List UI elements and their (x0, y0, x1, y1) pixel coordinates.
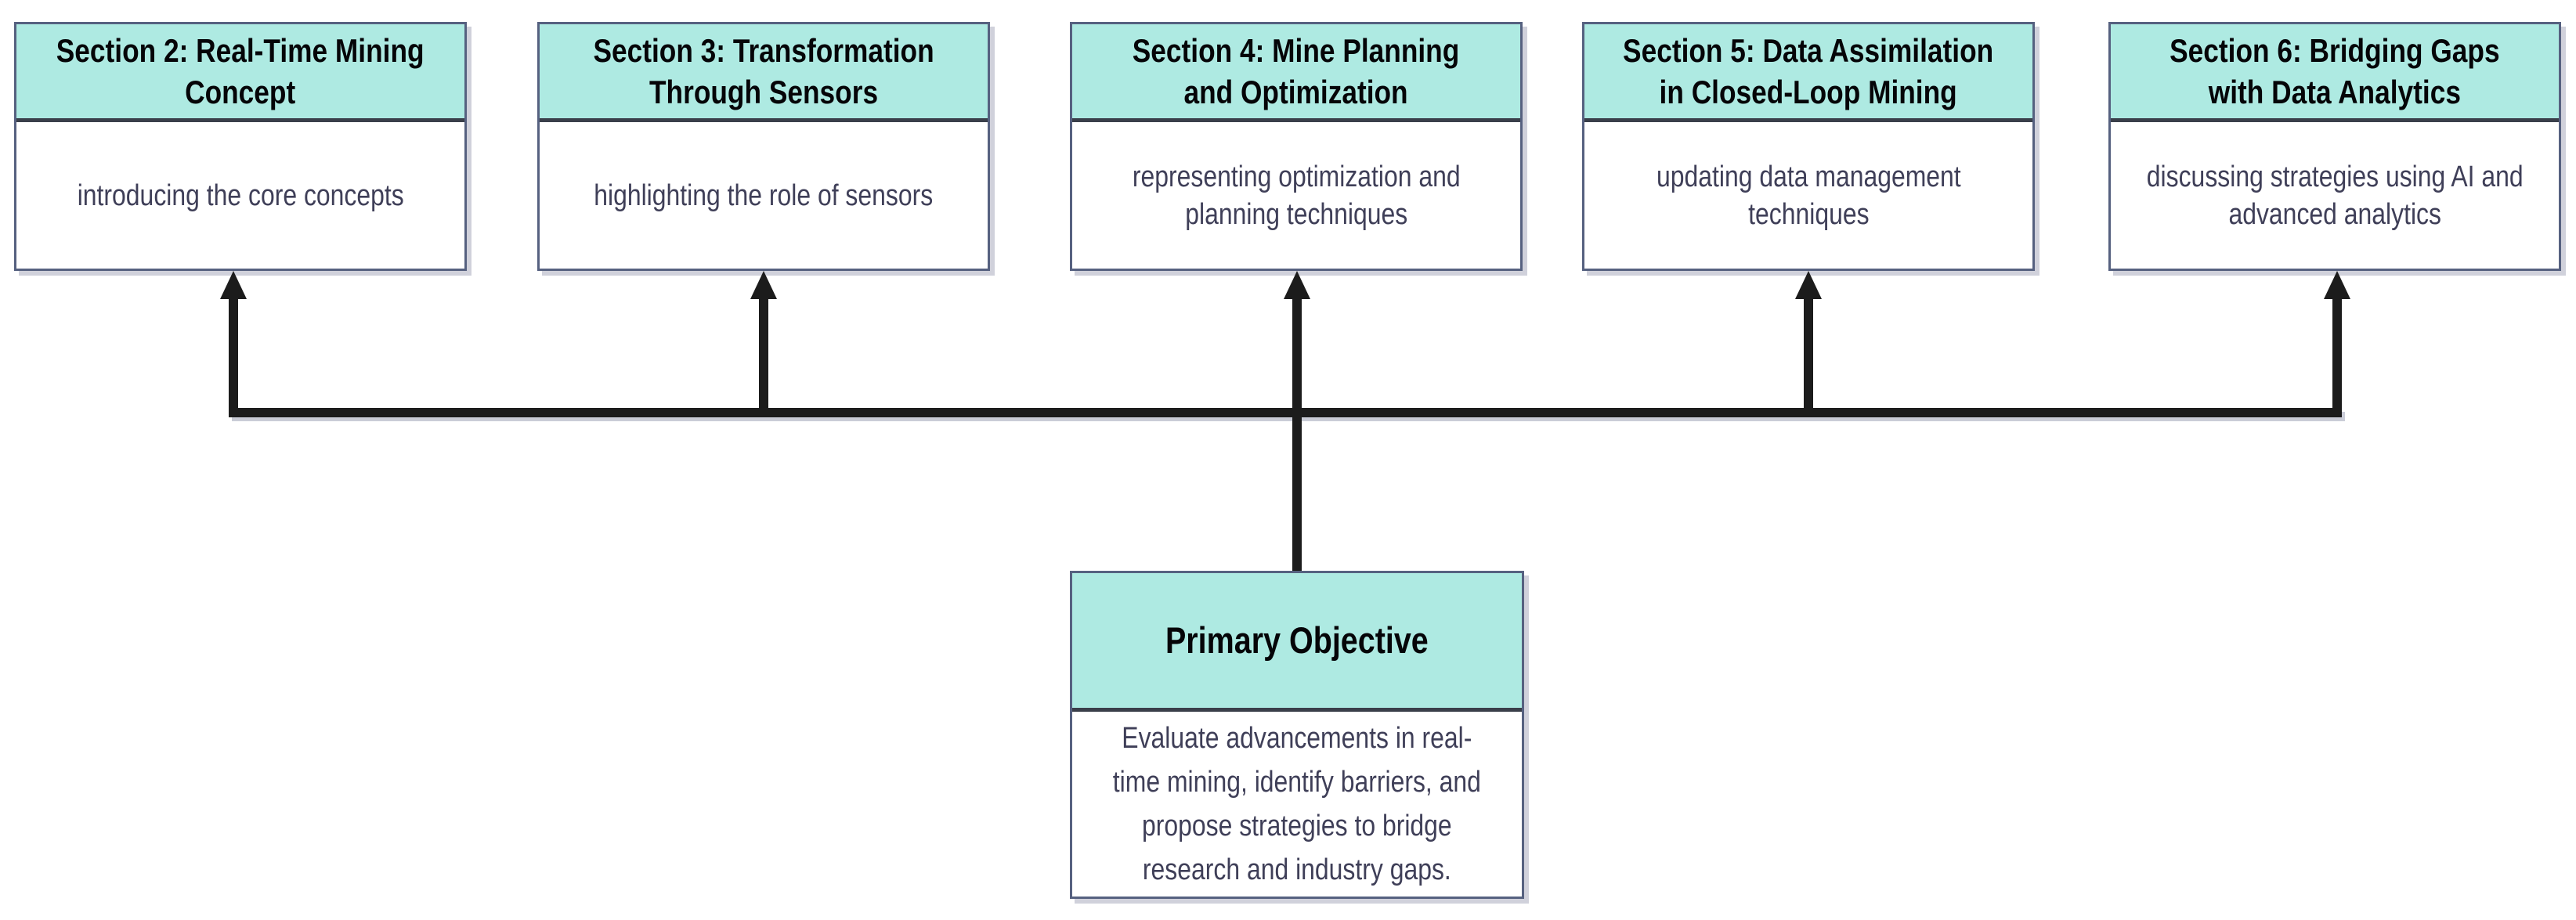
node-section-5-body: updating data management techniques (1584, 122, 2032, 269)
node-section-2-body: introducing the core concepts (16, 122, 464, 269)
section-title: Section 4: Mine Planning and Optimizatio… (1133, 30, 1460, 113)
node-section-6-header: Section 6: Bridging Gaps with Data Analy… (2111, 24, 2559, 122)
connector-trunk-line (229, 408, 2342, 417)
section-description: representing optimization and planning t… (1133, 158, 1461, 233)
title-line: Through Sensors (649, 74, 879, 110)
title-line: Section 6: Bridging Gaps (2170, 32, 2500, 69)
arrow-head-section-5 (1795, 271, 1822, 299)
arrow-line-section-2 (229, 296, 238, 417)
description-line: propose strategies to bridge (1142, 810, 1452, 842)
description-line: Evaluate advancements in real- (1122, 722, 1472, 755)
description-line: advanced analytics (2228, 197, 2441, 231)
arrow-line-section-6 (2332, 296, 2342, 417)
node-section-4-body: representing optimization and planning t… (1072, 122, 1520, 269)
connector-stem-line (1292, 296, 1302, 571)
arrow-head-section-3 (750, 271, 777, 299)
node-primary-objective: Primary Objective Evaluate advancements … (1070, 571, 1524, 899)
node-section-3-header: Section 3: Transformation Through Sensor… (540, 24, 988, 122)
title-line: and Optimization (1183, 74, 1409, 110)
title-line: with Data Analytics (2208, 74, 2462, 110)
node-section-4-header: Section 4: Mine Planning and Optimizatio… (1072, 24, 1520, 122)
node-section-2-header: Section 2: Real-Time Mining Concept (16, 24, 464, 122)
description-line: research and industry gaps. (1143, 853, 1451, 886)
node-section-5-header: Section 5: Data Assimilation in Closed-L… (1584, 24, 2032, 122)
node-section-6: Section 6: Bridging Gaps with Data Analy… (2108, 22, 2561, 271)
description-line: discussing strategies using AI and (2146, 160, 2524, 193)
node-section-2: Section 2: Real-Time Mining Concept intr… (14, 22, 467, 271)
arrow-line-section-3 (759, 296, 768, 417)
arrow-head-section-6 (2324, 271, 2350, 299)
title-line: in Closed-Loop Mining (1659, 74, 1958, 110)
arrow-head-section-4 (1284, 271, 1310, 299)
arrow-head-section-2 (220, 271, 247, 299)
title-line: Concept (185, 74, 296, 110)
title-line: Section 4: Mine Planning (1133, 32, 1460, 69)
node-primary-objective-header: Primary Objective (1072, 573, 1522, 712)
node-section-3: Section 3: Transformation Through Sensor… (537, 22, 990, 271)
objective-title: Primary Objective (1165, 619, 1429, 662)
description-line: highlighting the role of sensors (594, 179, 934, 212)
node-section-4: Section 4: Mine Planning and Optimizatio… (1070, 22, 1523, 271)
description-line: techniques (1747, 197, 1870, 231)
section-title: Section 2: Real-Time Mining Concept (56, 30, 425, 113)
objective-description: Evaluate advancements in real- time mini… (1113, 716, 1481, 892)
node-primary-objective-body: Evaluate advancements in real- time mini… (1072, 712, 1522, 897)
section-description: discussing strategies using AI and advan… (2147, 158, 2524, 233)
section-title: Section 3: Transformation Through Sensor… (593, 30, 934, 113)
arrow-line-section-5 (1804, 296, 1813, 417)
section-description: highlighting the role of sensors (594, 177, 934, 215)
description-line: introducing the core concepts (77, 179, 404, 212)
title-line: Section 3: Transformation (593, 32, 934, 69)
title-line: Section 5: Data Assimilation (1623, 32, 1994, 69)
description-line: representing optimization and (1132, 160, 1461, 193)
section-title: Section 5: Data Assimilation in Closed-L… (1623, 30, 1993, 113)
section-title: Section 6: Bridging Gaps with Data Analy… (2170, 30, 2499, 113)
description-line: planning techniques (1185, 197, 1407, 231)
section-description: updating data management techniques (1657, 158, 1961, 233)
node-section-3-body: highlighting the role of sensors (540, 122, 988, 269)
description-line: time mining, identify barriers, and (1112, 766, 1482, 799)
description-line: updating data management (1656, 160, 1961, 193)
title-line: Primary Objective (1165, 619, 1429, 661)
node-section-6-body: discussing strategies using AI and advan… (2111, 122, 2559, 269)
title-line: Section 2: Real-Time Mining (56, 32, 425, 69)
node-section-5: Section 5: Data Assimilation in Closed-L… (1582, 22, 2035, 271)
section-description: introducing the core concepts (77, 177, 403, 215)
